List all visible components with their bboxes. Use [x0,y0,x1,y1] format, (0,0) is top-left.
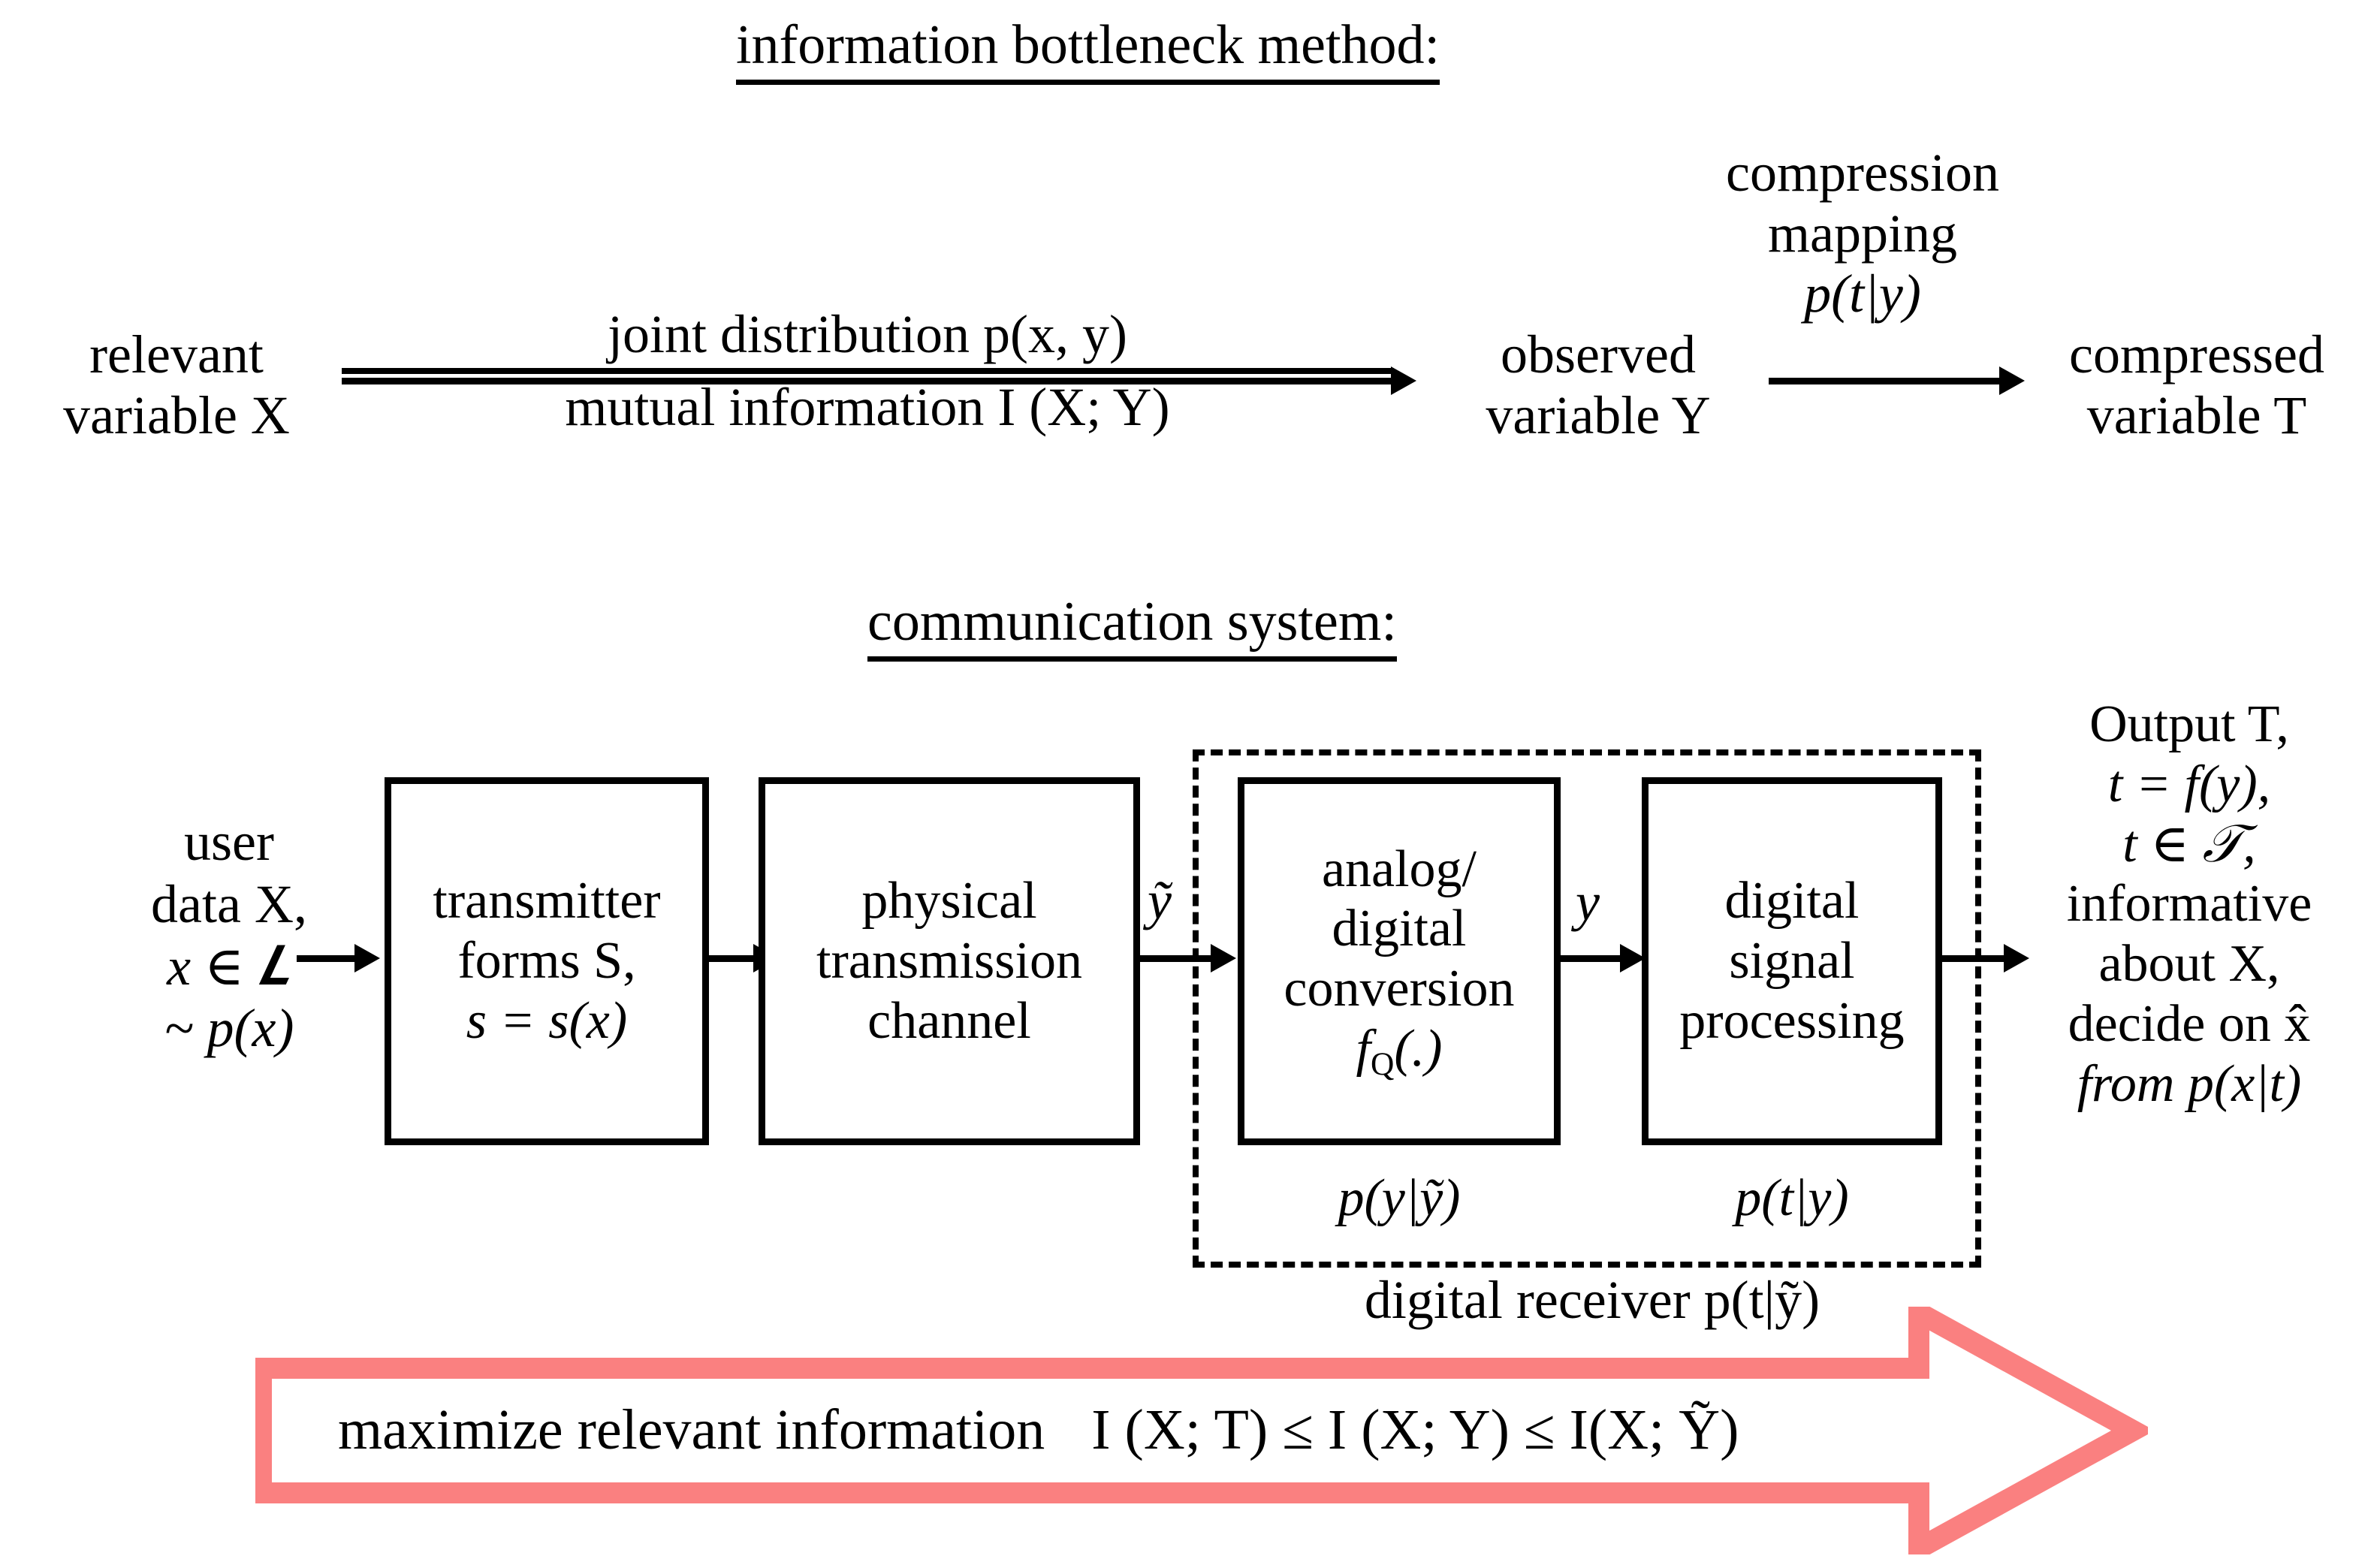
banner-inequality: I (X; T) ≤ I (X; Y) ≤ I(X; Ỹ) [1091,1398,1739,1461]
compression-mapping-line2: mapping [1768,203,1957,264]
compression-mapping-line1: compression [1726,143,1999,203]
box-dsp-line2: signal [1729,932,1855,991]
arrow-channel-adc-head [1211,944,1236,972]
output-line6: decide on x̂ [2068,994,2311,1053]
observed-variable-line1: observed [1501,324,1696,384]
box-adc-line3: conversion [1284,960,1515,1018]
ib-arrow-2-line [1769,378,2001,384]
input-arrow-line [297,955,357,962]
output-line4: informative [2066,875,2312,933]
box-transmitter-line2: forms S, [457,932,636,991]
joint-distribution-label: joint distribution p(x, y) mutual inform… [342,304,1393,437]
information-bottleneck-title: information bottleneck method: [736,16,1440,85]
relevant-variable-line2: variable X [63,384,290,445]
signal-label-ytilde: ỹ [1148,870,1172,930]
output-line5: about X, [2098,935,2280,994]
box-channel-line1: physical [861,872,1037,930]
banner-text-prefix: maximize relevant information [338,1398,1045,1461]
digital-receiver-group [1193,749,1981,1268]
box-transmitter[interactable]: transmitter forms S, s = s(x) [385,777,709,1145]
compression-mapping-probability: p(t|y) [1804,264,1921,324]
box-dsp-line3: processing [1679,991,1905,1050]
input-arrow-head [354,944,380,972]
box-adc-line2: digital [1332,900,1467,958]
output-arrow-head [2004,944,2029,972]
arrow-transmitter-channel-line [709,955,756,962]
joint-distribution-numerator: joint distribution p(x, y) [608,304,1127,364]
output-line1: Output T, [2089,695,2289,753]
banner-arrow-shape [255,1307,2148,1554]
ib-arrow-1-head [1391,366,1416,395]
mutual-information-denominator: mutual information I (X; Y) [342,367,1393,438]
box-channel-line3: channel [867,991,1031,1050]
box-transmitter-line3: s = s(x) [466,991,628,1050]
box-channel[interactable]: physical transmission channel [759,777,1140,1145]
box-transmitter-line1: transmitter [433,872,661,930]
user-data-line4: ~ p(x) [164,998,294,1059]
box-adc-line1: analog/ [1321,840,1477,898]
box-dsp[interactable]: digital signal processing [1642,777,1942,1145]
box-dsp-line1: digital [1724,872,1860,930]
compressed-variable-line2: variable T [2086,384,2307,445]
box-channel-line2: transmission [816,932,1082,991]
output-arrow-line [1942,955,2007,962]
signal-label-y: y [1576,872,1600,932]
banner-text: maximize relevant information I (X; T) ≤… [338,1401,1739,1458]
user-data-label: user data X, x ∈ 𝑳 ~ p(x) [90,811,368,1060]
observed-variable-line2: variable Y [1486,384,1711,445]
digital-receiver-caption: digital receiver p(t|ỹ) [1364,1270,1820,1330]
communication-system-title: communication system: [867,593,1397,662]
box-adc[interactable]: analog/ digital conversion fQ(.) [1238,777,1561,1145]
arrow-adc-dsp-line [1561,955,1622,962]
user-data-line2: data X, [151,873,307,934]
compression-mapping-label: compression mapping p(t|y) [1660,143,2065,324]
relevant-variable-label: relevant variable X [30,324,323,445]
compressed-variable-label: compressed variable T [2028,324,2366,445]
maximize-information-banner [255,1307,2148,1554]
arrow-adc-dsp-head [1620,944,1646,972]
arrow-channel-adc-line [1140,955,1214,962]
ib-arrow-2-head [1999,366,2025,395]
output-line7: from p(x|t) [2077,1054,2302,1113]
dsp-probability-label: p(t|y) [1735,1169,1849,1227]
box-adc-line4: fQ(.) [1356,1019,1443,1083]
observed-variable-label: observed variable Y [1440,324,1756,445]
output-line3: t ∈ 𝒯, [2122,815,2256,873]
relevant-variable-line1: relevant [89,324,264,384]
adc-probability-label: p(y|ỹ) [1338,1169,1461,1227]
output-label: Output T, t = f(y), t ∈ 𝒯, informative a… [2013,695,2366,1114]
compressed-variable-line1: compressed [2069,324,2324,384]
user-data-line1: user [184,812,274,872]
output-line2: t = f(y), [2107,755,2271,813]
ib-arrow-1-line [342,378,1393,384]
user-data-line3: x ∈ 𝑳 [167,936,291,997]
